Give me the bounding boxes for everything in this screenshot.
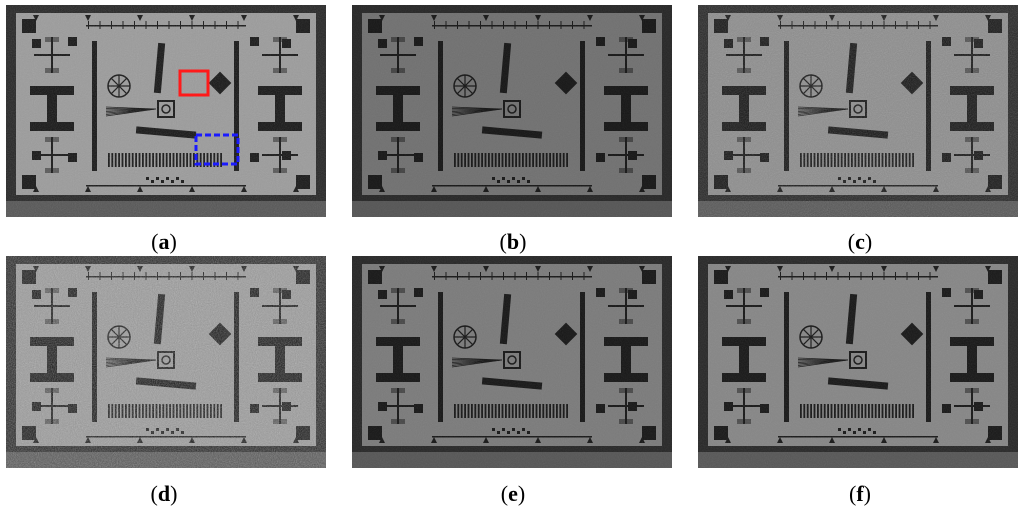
test-chart-a bbox=[6, 5, 326, 217]
image-noise-overlay bbox=[6, 5, 326, 217]
panel-c-test-chart-image bbox=[698, 5, 1018, 217]
test-chart-b bbox=[352, 5, 672, 217]
test-chart-e bbox=[352, 256, 672, 468]
test-chart-f bbox=[698, 256, 1018, 468]
red-roi-box bbox=[178, 69, 210, 97]
caption-f: (f) bbox=[849, 481, 871, 506]
caption-d: (d) bbox=[150, 481, 178, 506]
panel-d-test-chart-image bbox=[6, 256, 326, 468]
panel-a-test-chart-image bbox=[6, 5, 326, 217]
panel-e-test-chart-image bbox=[352, 256, 672, 468]
caption-a: (a) bbox=[151, 229, 177, 254]
blue-roi-box bbox=[194, 133, 240, 166]
panel-b-test-chart-image bbox=[352, 5, 672, 217]
panel-f-test-chart-image bbox=[698, 256, 1018, 468]
caption-c: (c) bbox=[847, 229, 873, 254]
image-noise-overlay bbox=[698, 5, 1018, 217]
image-noise-overlay bbox=[352, 256, 672, 468]
test-chart-c bbox=[698, 5, 1018, 217]
image-noise-overlay bbox=[352, 5, 672, 217]
test-chart-d bbox=[6, 256, 326, 468]
image-noise-overlay bbox=[6, 256, 326, 468]
caption-b: (b) bbox=[499, 229, 527, 254]
image-noise-overlay bbox=[698, 256, 1018, 468]
caption-e: (e) bbox=[500, 481, 526, 506]
